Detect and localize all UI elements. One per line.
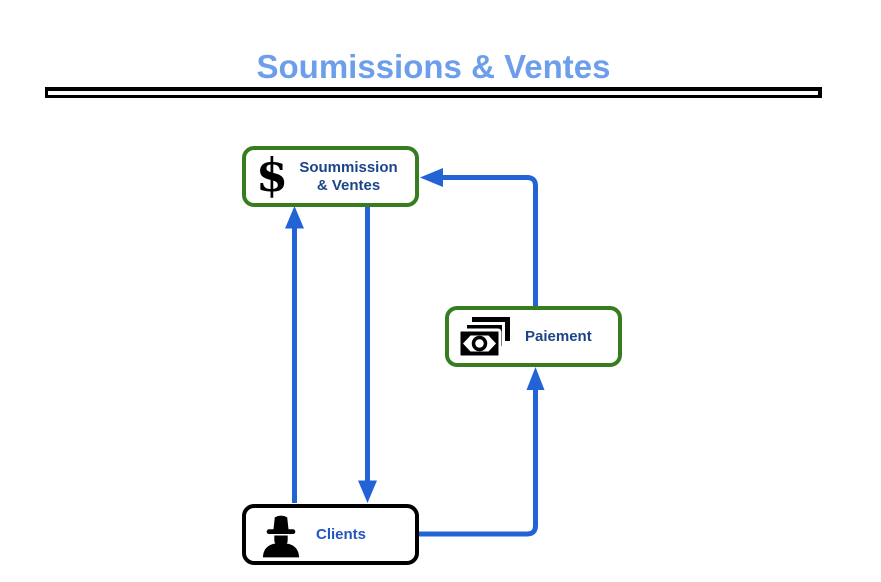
node-soumission-ventes: $ Soummission & Ventes <box>242 146 419 207</box>
node-clients: Clients <box>242 504 419 565</box>
arrow-clients-to-soumission <box>285 206 304 503</box>
person-hat-icon <box>262 515 300 558</box>
node-paiement: Paiement <box>445 306 622 367</box>
banknotes-icon <box>457 316 510 358</box>
node-soumission-label: Soummission & Ventes <box>288 159 415 194</box>
arrow-soumission-to-clients <box>358 207 377 503</box>
arrow-paiement-to-soumission <box>420 168 538 306</box>
title-divider <box>45 87 822 98</box>
arrow-clients-to-paiement <box>419 367 545 537</box>
dollar-icon: $ <box>256 147 289 202</box>
node-soumission-label-line2: & Ventes <box>316 176 381 194</box>
node-paiement-label: Paiement <box>525 327 592 345</box>
node-clients-label: Clients <box>316 525 367 543</box>
page-title: Soumissions & Ventes <box>256 48 611 85</box>
node-soumission-label-line1: Soummission <box>299 159 398 177</box>
